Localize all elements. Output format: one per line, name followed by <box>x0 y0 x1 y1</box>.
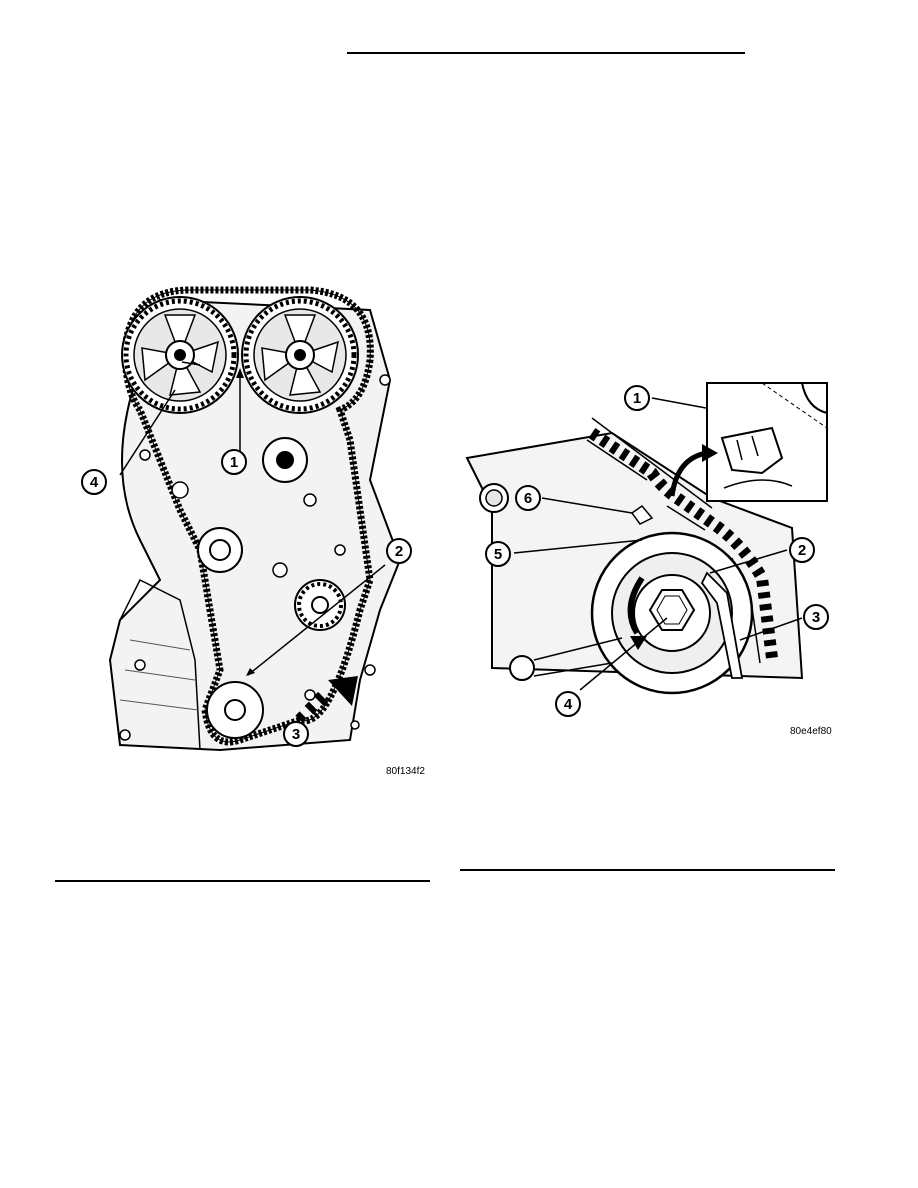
figure-timing-belt-overview: 1 2 3 4 80f134f2 <box>81 280 425 777</box>
svg-text:3: 3 <box>292 726 300 743</box>
callout-3: 3 <box>803 604 829 630</box>
left-cam-sprocket <box>121 296 239 414</box>
right-cam-sprocket <box>241 296 359 414</box>
svg-text:4: 4 <box>564 696 573 713</box>
timing-belt-illustration <box>108 286 402 752</box>
callout-2: 2 <box>789 537 815 563</box>
svg-text:5: 5 <box>494 546 502 563</box>
svg-text:4: 4 <box>90 474 99 491</box>
callout-2: 2 <box>386 538 412 564</box>
svg-text:6: 6 <box>524 490 532 507</box>
svg-text:3: 3 <box>812 609 820 626</box>
callout-3: 3 <box>283 721 309 747</box>
callout-1: 1 <box>624 385 650 411</box>
tensioner-illustration <box>465 382 828 695</box>
figure-id: 80f134f2 <box>386 766 425 777</box>
top-rule <box>347 52 745 54</box>
svg-text:1: 1 <box>633 390 641 407</box>
figure-id: 80e4ef80 <box>790 726 832 737</box>
callout-5: 5 <box>485 541 511 567</box>
figure-tensioner-detail: 1 2 3 4 5 6 80e4ef80 <box>462 378 832 743</box>
svg-text:2: 2 <box>798 542 806 559</box>
callout-1: 1 <box>221 449 247 475</box>
callout-4: 4 <box>555 691 581 717</box>
svg-text:1: 1 <box>230 454 238 471</box>
left-column-rule <box>55 880 430 882</box>
callout-4: 4 <box>81 469 107 495</box>
callout-6: 6 <box>515 485 541 511</box>
svg-text:2: 2 <box>395 543 403 560</box>
right-column-rule <box>460 869 835 871</box>
